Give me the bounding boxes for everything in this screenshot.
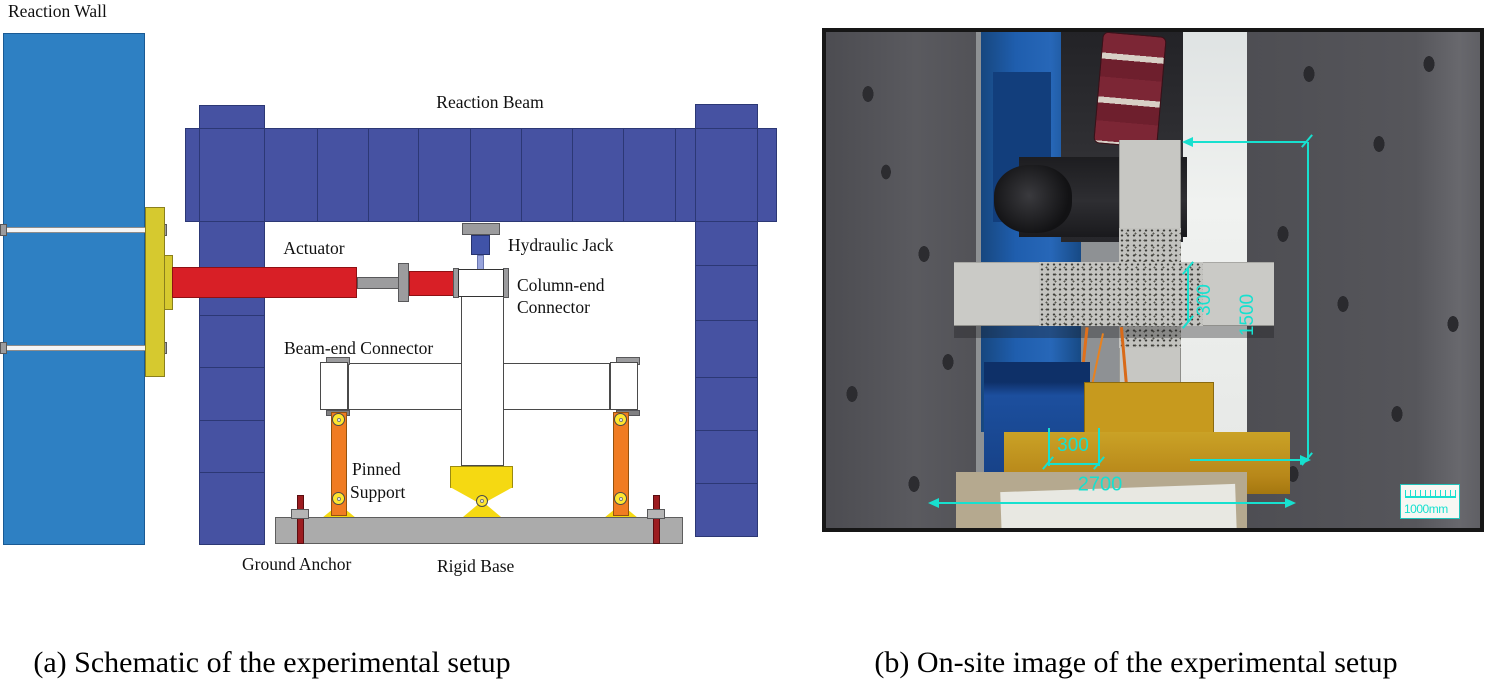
wall-tie-rod [0,227,166,233]
pin-joint [332,492,345,505]
ground-anchor-rod [297,495,304,544]
beam-shadow [954,326,1274,338]
label-column-end-connector-2: Connector [517,297,590,317]
reaction-wall [3,33,145,545]
dim-beam300-line [1187,268,1189,322]
pinned-support-strut-left [331,412,347,516]
dim-arrow [1285,498,1296,508]
actuator-head [409,271,458,296]
dim-1500-label: 1500 [1237,293,1258,337]
label-pinned-support-2: Support [350,482,406,502]
rigid-base [275,517,683,544]
hydraulic-jack-body [471,235,490,255]
label-column-end-connector-1: Column-end [517,275,605,295]
dim-arrow [928,498,939,508]
dim-beam300-label: 300 [1194,284,1215,316]
column-segment-line [695,483,758,484]
actuator-flange [398,263,409,302]
column-segment-line [199,472,265,473]
beam-segment-line [572,128,573,222]
dim-1500-top [1190,141,1307,143]
frame-column-left-over [199,105,265,545]
dim-col300-line [1048,463,1100,465]
pinned-support-strut-right [613,412,629,516]
tie-rod-cap [0,342,7,354]
pin-joint [614,413,627,426]
column-segment-line [695,265,758,266]
wall-tie-rod [0,345,166,351]
label-actuator: Actuator [283,238,345,258]
steel-wall-left [826,32,976,528]
column-end-connector [458,269,504,297]
beam-segment-line [675,128,676,222]
beam-segment-line [317,128,318,222]
scale-bar-box: 1000mm [1400,484,1460,519]
hydraulic-jack-rod [477,255,484,270]
dim-1500-vline [1307,142,1309,460]
column-segment-line [199,367,265,368]
ground-anchor-clamp [647,509,665,519]
column-segment-line [199,420,265,421]
dim-col300-label: 300 [1057,435,1089,456]
beam-end-connector-right [610,362,638,410]
label-reaction-beam: Reaction Beam [436,92,544,112]
label-rigid-base: Rigid Base [437,556,515,576]
column-segment-line [199,315,265,316]
scale-bar-label: 1000mm [1404,502,1448,516]
wall-bracket-plate [145,207,165,377]
actuator-rod [357,277,400,289]
beam-segment-line [623,128,624,222]
jack-cylinder [1093,32,1167,149]
label-pinned-support-1: Pinned [352,459,401,479]
hydraulic-jack-cap [462,223,500,235]
beam-segment-line [418,128,419,222]
dim-arrow [1182,137,1193,147]
specimen-column [461,296,504,466]
actuator-knob [994,165,1072,233]
column-segment-line [695,430,758,431]
beam-segment-line [521,128,522,222]
ground-anchor-clamp [291,509,309,519]
dim-2700-line [935,502,1292,504]
beam-segment-line [470,128,471,222]
tie-rod-cap [0,224,7,236]
beam-segment-line [368,128,369,222]
site-photo: 300 1500 300 2700 1000mm [822,28,1484,532]
label-beam-end-connector: Beam-end Connector [284,338,434,358]
column-base-pin [476,495,488,507]
caption-panel-a: (a) Schematic of the experimental setup [33,646,511,679]
dim-col300-ext [1098,428,1100,466]
concrete-beam-speckle [1039,262,1203,326]
scale-bar-ruler [1405,490,1456,498]
dim-1500-bottom [1190,459,1308,461]
dim-2700-label: 2700 [1077,473,1123,496]
pin-joint [332,413,345,426]
column-segment-line [695,320,758,321]
column-segment-line [695,377,758,378]
caption-panel-b: (b) On-site image of the experimental se… [874,646,1398,679]
reaction-beam [185,128,777,222]
dim-col300-ext [1048,428,1050,466]
label-hydraulic-jack: Hydraulic Jack [508,235,614,255]
actuator-cylinder [172,267,357,298]
column-base-cap [450,466,513,488]
label-reaction-wall: Reaction Wall [8,1,107,21]
label-ground-anchor: Ground Anchor [242,554,352,574]
pin-joint [614,492,627,505]
beam-end-connector-left [320,362,348,410]
ground-anchor-rod [653,495,660,544]
